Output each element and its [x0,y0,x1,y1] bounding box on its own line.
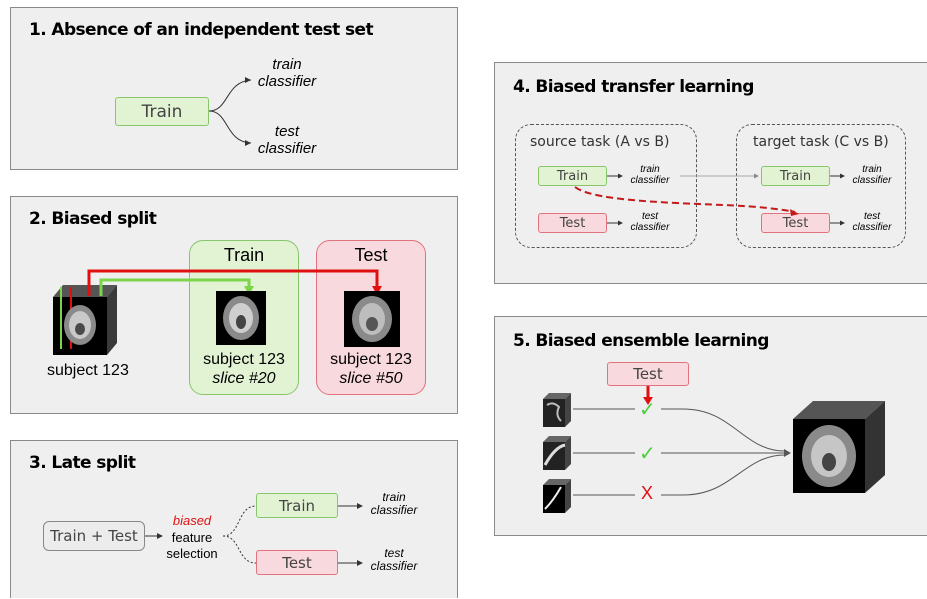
test-header: Test [354,245,388,265]
source-task-label: source task (A vs B) [530,134,670,150]
check-icon: ✓ [639,443,656,465]
test-classifier-label: test classifier [257,123,317,157]
subject-label: subject 123 [47,362,129,379]
panel-biased-ensemble: 5. Biased ensemble learning Test [494,316,927,536]
panel4-arrows [574,173,845,226]
mri-volume-icon [53,285,117,355]
target-train-classifier: train classifier [852,164,892,186]
train-box: Train [115,97,209,126]
selection-label: selection [166,546,218,561]
target-task-box [736,124,906,248]
target-task-label: target task (C vs B) [753,134,889,150]
feature-label: feature [171,530,213,545]
arrow-to-test-classifier [208,110,252,144]
train-subject-label: subject 123 [203,351,285,368]
panel1-arrows [208,77,252,146]
train-classifier-label: train classifier [370,490,418,518]
cross-icon: X [641,483,654,503]
biased-transfer-arrow [574,186,796,213]
panel-biased-split: 2. Biased split Train Test [10,196,458,414]
green-arrow-to-train [99,278,251,296]
source-test-classifier: test classifier [630,211,670,233]
panel-biased-transfer: 4. Biased transfer learning source task … [494,62,927,284]
check-icon: ✓ [639,399,656,421]
panel-title: 5. Biased ensemble learning [513,331,769,351]
train-slice-label: slice #20 [212,370,276,387]
target-train-box: Train [761,166,830,186]
panel5-graphics [543,386,885,513]
target-test-classifier: test classifier [852,211,892,233]
train-header: Train [223,245,265,265]
mri-ensemble-volume-icon [793,401,885,493]
train-test-box: Train + Test [43,521,145,551]
panel2-graphics [53,269,400,355]
source-train-box: Train [538,166,607,186]
panel-title: 3. Late split [29,453,136,473]
train-box: Train [256,493,338,518]
test-subject-label: subject 123 [330,351,412,368]
panel-late-split: 3. Late split Train + Test biased featur… [10,440,458,598]
panel-title: 2. Biased split [29,209,157,229]
panel-title: 1. Absence of an independent test set [29,20,374,40]
volume-thumbnail-1 [543,393,571,427]
volume-thumbnail-2 [543,436,571,470]
biased-label: biased [172,513,212,528]
panel3-arrows [145,503,363,566]
test-slice-label: slice #50 [339,370,403,387]
arrow-to-train-classifier [208,79,252,112]
source-task-box [515,124,697,248]
source-train-classifier: train classifier [630,164,670,186]
train-classifier-label: train classifier [257,56,317,90]
test-box: Test [256,550,338,575]
mri-slice-test [344,291,400,347]
red-arrow-to-test [87,269,379,296]
test-box: Test [607,362,689,386]
panel-title: 4. Biased transfer learning [513,77,754,97]
source-test-box: Test [538,213,607,233]
mri-slice-train [216,291,266,345]
volume-thumbnail-3 [543,479,571,513]
panel-absence-test-set: 1. Absence of an independent test set Tr… [10,7,458,170]
test-classifier-label: test classifier [370,546,418,574]
